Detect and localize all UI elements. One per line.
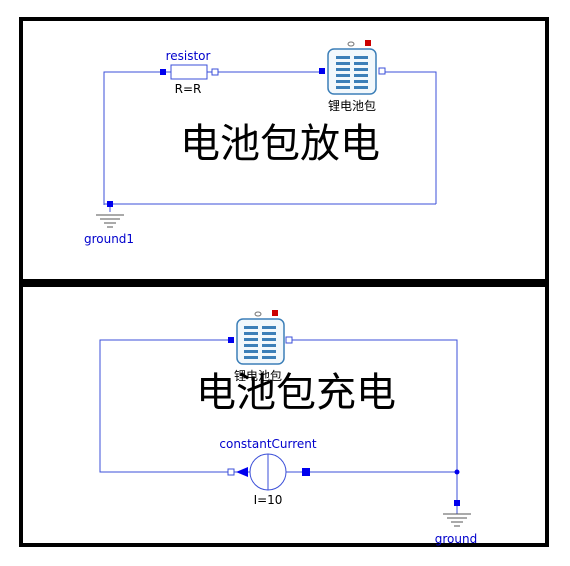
battery-pack-bottom[interactable]: 锂电池包: [228, 310, 293, 383]
battery-name: 锂电池包: [234, 368, 282, 383]
battery-port-n[interactable]: [378, 67, 386, 75]
source-param: I=10: [254, 493, 283, 507]
wire-right-loop: [289, 339, 458, 472]
source-port-p[interactable]: [302, 468, 310, 476]
ground-port[interactable]: [107, 201, 113, 207]
resistor[interactable]: resistor R=R: [160, 49, 219, 96]
battery-pack-top[interactable]: 锂电池包: [319, 40, 386, 113]
ground-top[interactable]: ground1: [84, 201, 134, 246]
battery-port-n[interactable]: [285, 336, 293, 344]
charge-panel: 锂电池包 constantCurrent I=10 ground 电池包充电: [19, 283, 549, 547]
wire-right-loop: [382, 71, 437, 204]
current-arrow-icon: [236, 467, 248, 477]
discharge-panel: resistor R=R 锂电池包: [19, 17, 549, 283]
ground-name: ground1: [84, 232, 134, 246]
resistor-param: R=R: [175, 82, 202, 96]
charge-title: 电池包充电: [196, 370, 396, 416]
battery-body: [327, 48, 377, 95]
junction-node: [454, 469, 460, 475]
ground-bottom[interactable]: ground: [435, 500, 477, 546]
discharge-panel-frame: [19, 17, 549, 283]
battery-port-p[interactable]: [228, 337, 234, 343]
resistor-port-p[interactable]: [160, 69, 166, 75]
battery-cap-icon: [347, 41, 355, 47]
resistor-port-n[interactable]: [211, 68, 219, 76]
battery-cells-icon: [244, 326, 276, 359]
source-port-n[interactable]: [227, 468, 235, 476]
battery-port-p[interactable]: [319, 68, 325, 74]
resistor-body: [170, 64, 208, 80]
discharge-title: 电池包放电: [180, 121, 380, 167]
battery-cells-icon: [336, 56, 368, 89]
battery-badge-icon: [272, 310, 278, 316]
wire-left-loop: [99, 339, 228, 473]
ground-port[interactable]: [454, 500, 460, 506]
battery-badge-icon: [365, 40, 371, 46]
battery-cap-icon: [254, 311, 262, 317]
resistor-name: resistor: [166, 49, 211, 63]
battery-name: 锂电池包: [328, 98, 376, 113]
constant-current-source[interactable]: constantCurrent I=10: [219, 437, 317, 507]
source-name: constantCurrent: [219, 437, 317, 451]
discharge-wires: [103, 71, 437, 212]
ground-name: ground: [435, 532, 477, 546]
charge-wires: [99, 339, 460, 500]
wire-left-loop: [103, 71, 163, 205]
